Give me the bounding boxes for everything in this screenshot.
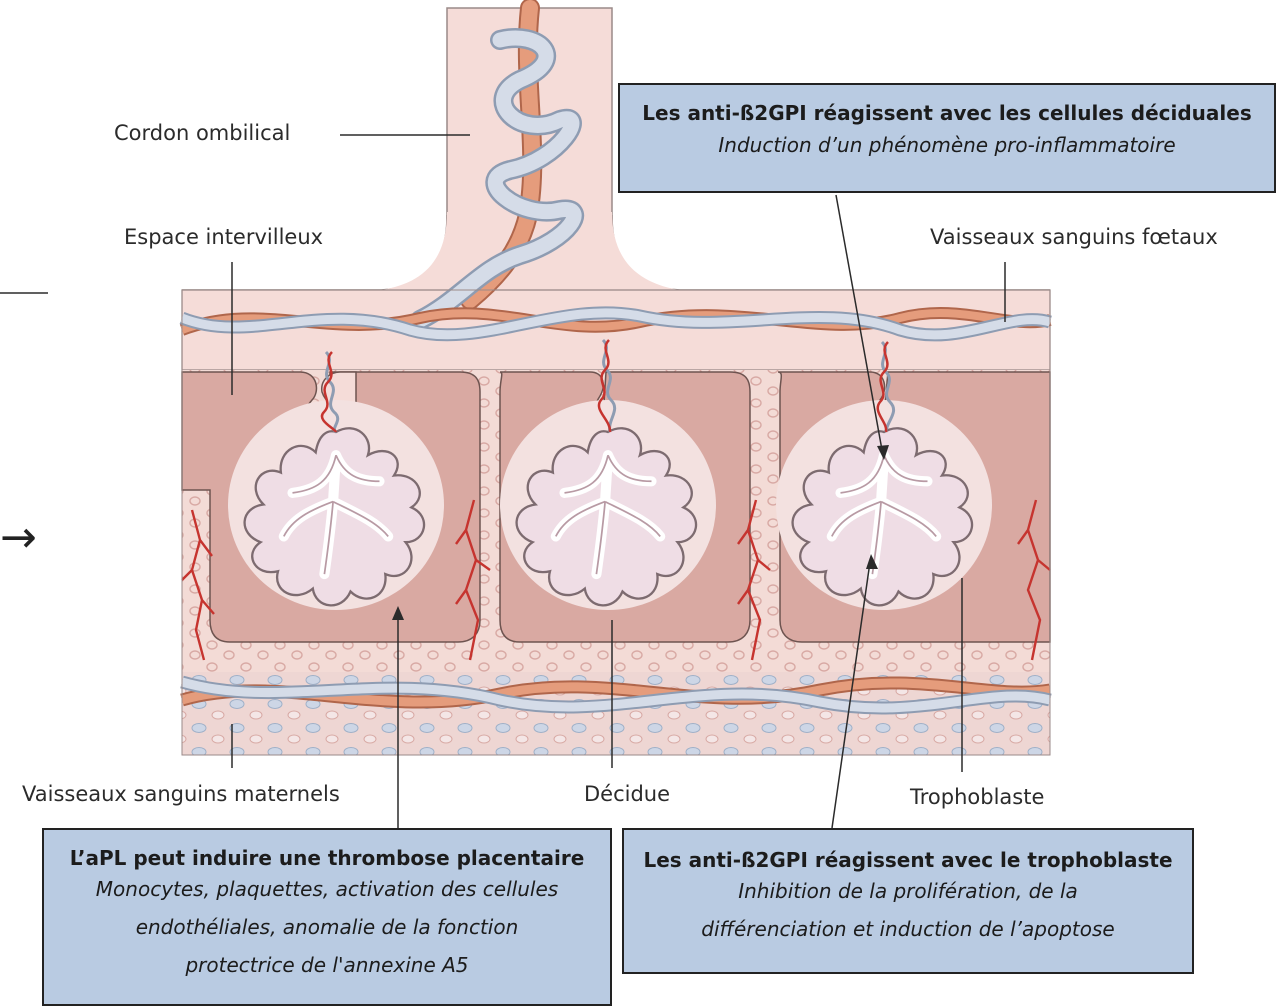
- label-cordon-ombilical: Cordon ombilical: [114, 122, 290, 145]
- box-thrombosis: L’aPL peut induire une thrombose placent…: [42, 828, 612, 1006]
- label-decidue: Décidue: [584, 783, 670, 806]
- label-vaisseaux-maternels: Vaisseaux sanguins maternels: [22, 783, 340, 806]
- box-thrombosis-line-2: endothéliales, anomalie de la fonction: [44, 908, 610, 946]
- box-trophoblast-line-2: différenciation et induction de l’apopto…: [624, 910, 1192, 948]
- label-vaisseaux-foetaux: Vaisseaux sanguins fœtaux: [930, 226, 1218, 249]
- box-decidual-cells: Les anti-ß2GPI réagissent avec les cellu…: [618, 83, 1276, 193]
- box-thrombosis-line-3: protectrice de l'annexine A5: [44, 946, 610, 984]
- box-trophoblast-line-1: Inhibition de la prolifération, de la: [624, 872, 1192, 910]
- label-espace-intervilleux: Espace intervilleux: [124, 226, 323, 249]
- label-trophoblaste: Trophoblaste: [910, 786, 1044, 809]
- box-trophoblast: Les anti-ß2GPI réagissent avec le tropho…: [622, 828, 1194, 974]
- box-thrombosis-title: L’aPL peut induire une thrombose placent…: [44, 846, 610, 870]
- right-arrow-icon: →: [0, 516, 37, 560]
- box-decidual-cells-body: Induction d’un phénomène pro-inflammatoi…: [620, 133, 1274, 157]
- box-decidual-cells-title: Les anti-ß2GPI réagissent avec les cellu…: [620, 101, 1274, 125]
- box-trophoblast-title: Les anti-ß2GPI réagissent avec le tropho…: [624, 848, 1192, 872]
- box-thrombosis-line-1: Monocytes, plaquettes, activation des ce…: [44, 870, 610, 908]
